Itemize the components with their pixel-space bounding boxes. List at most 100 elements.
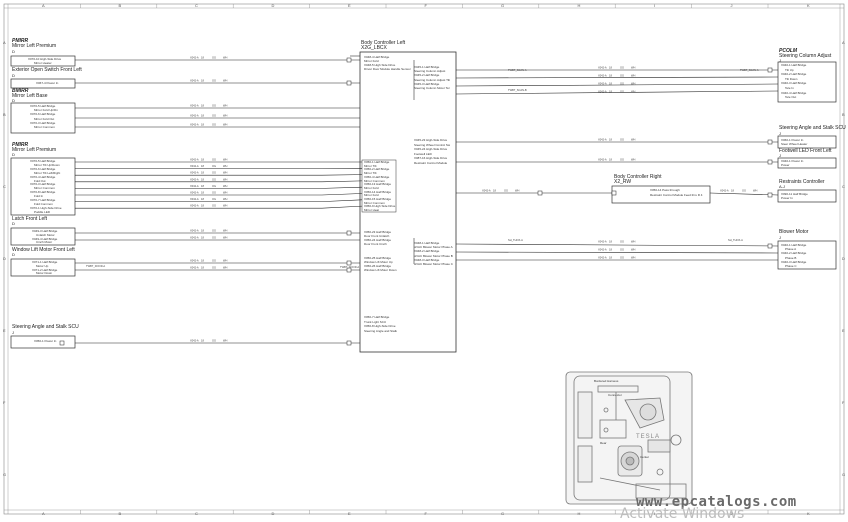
pin-label: Power: [781, 164, 790, 167]
mirror-left-premium2-title: Mirror Left Premium: [12, 148, 56, 153]
svg-text:X042-A: X042-A: [190, 158, 199, 162]
svg-text:18: 18: [609, 66, 612, 70]
svg-text:WH: WH: [753, 189, 757, 193]
svg-text:WH: WH: [223, 114, 227, 118]
svg-text:X042-A: X042-A: [720, 189, 729, 193]
pin-label: X070-6 Half Bridge: [30, 113, 55, 116]
blower-title: Blower Motor: [779, 230, 808, 235]
grid-column-label: K: [807, 511, 810, 516]
mirror-left-premium-ref: D: [12, 50, 15, 54]
svg-text:OG: OG: [620, 82, 624, 86]
footwell-title: Footwell LED Front Left: [779, 149, 832, 154]
pin-label: X040-2 Half Bridge: [781, 73, 806, 76]
wire: [456, 91, 778, 94]
mirror-left-premium2-ref: D: [12, 153, 15, 157]
svg-text:OG: OG: [742, 189, 746, 193]
wire: [456, 77, 778, 78]
svg-text:18: 18: [493, 189, 496, 193]
svg-text:WH: WH: [223, 204, 227, 208]
grid-column-label: D: [272, 3, 275, 8]
grid-column-label: G: [501, 3, 504, 8]
connector-mark: [347, 261, 351, 265]
grid-row-label: F: [3, 400, 5, 405]
svg-text:18: 18: [201, 104, 204, 108]
svg-text:WH: WH: [631, 158, 635, 162]
grid-row-label: A: [842, 40, 845, 45]
restraints-ref: A-J: [779, 185, 785, 189]
pin-label: Tilt Up: [785, 69, 794, 72]
bcl-pin-label: Restraint Control Module: [414, 162, 447, 165]
connector-mark: [612, 191, 616, 195]
svg-text:OG: OG: [212, 123, 216, 127]
wire: [456, 244, 778, 246]
svg-text:WH: WH: [223, 236, 227, 240]
svg-text:18: 18: [201, 184, 204, 188]
steering-angle-scu-ref: J: [12, 331, 14, 335]
bcl-pin-label: Steering Wheel Control Sw: [414, 144, 450, 147]
harness-label: TWBT_SCAN-A: [508, 70, 527, 73]
svg-text:X042-A: X042-A: [598, 256, 607, 260]
bcl-pin-label: Door Front Cinch: [364, 243, 387, 246]
mirror-left-base-title: Mirror Left Base: [12, 94, 48, 99]
harness-label: SH_THOX-A: [728, 240, 743, 243]
bcl-pin-label: Driver Door Module Handle Sensor: [364, 68, 411, 71]
connector-mark: [347, 341, 351, 345]
grid-row-label: A: [3, 40, 6, 45]
steering-scu-right-ref: J: [779, 132, 781, 136]
harness-label: TWBT_SCAN-A: [740, 70, 759, 73]
svg-text:OG: OG: [620, 256, 624, 260]
svg-text:OG: OG: [212, 177, 216, 181]
inset-tesla-label: TESLA: [636, 434, 660, 440]
svg-text:X042-A: X042-A: [482, 189, 491, 193]
svg-text:WH: WH: [631, 240, 635, 244]
restraints-title: Restraints Controller: [779, 180, 825, 185]
svg-text:OG: OG: [212, 164, 216, 168]
wire: [322, 194, 362, 196]
svg-text:WH: WH: [223, 158, 227, 162]
svg-text:X042-A: X042-A: [598, 82, 607, 86]
bcl-pin-label: X087-16 High-Side Drive: [414, 157, 447, 160]
svg-text:X042-A: X042-A: [190, 164, 199, 168]
harness-label: TWBT_SCAN-B: [508, 90, 527, 93]
svg-text:OG: OG: [620, 138, 624, 142]
exterior-open-switch-ref: D: [12, 74, 15, 78]
bcl-pin-label: X045-2 Half Bridge: [414, 74, 439, 77]
grid-row-label: C: [842, 184, 845, 189]
svg-text:WH: WH: [223, 171, 227, 175]
svg-text:X042-A: X042-A: [190, 104, 199, 108]
svg-text:X042-A: X042-A: [190, 339, 199, 343]
svg-text:18: 18: [201, 259, 204, 263]
svg-text:18: 18: [609, 240, 612, 244]
grid-column-label: A: [42, 511, 45, 516]
svg-text:X042-A: X042-A: [190, 266, 199, 270]
inset-label: Rear: [600, 442, 607, 445]
svg-text:OG: OG: [212, 339, 216, 343]
pin-label: Phase C: [785, 265, 797, 268]
grid-row-label: E: [842, 328, 845, 333]
svg-text:X042-A: X042-A: [598, 158, 607, 162]
connector-mark: [60, 341, 64, 345]
harness-label: SH_THOX-A: [508, 240, 523, 243]
grid-column-label: F: [425, 511, 427, 516]
steering-scu-right-title: Steering Angle and Stalk SCU: [779, 126, 846, 131]
svg-text:WH: WH: [223, 197, 227, 201]
svg-text:X042-A: X042-A: [190, 123, 199, 127]
pin-label: Tele In: [785, 87, 794, 90]
pin-label: Motor Down: [36, 272, 52, 275]
svg-text:X042-A: X042-A: [190, 197, 199, 201]
wire: [322, 200, 362, 202]
svg-text:18: 18: [731, 189, 734, 193]
